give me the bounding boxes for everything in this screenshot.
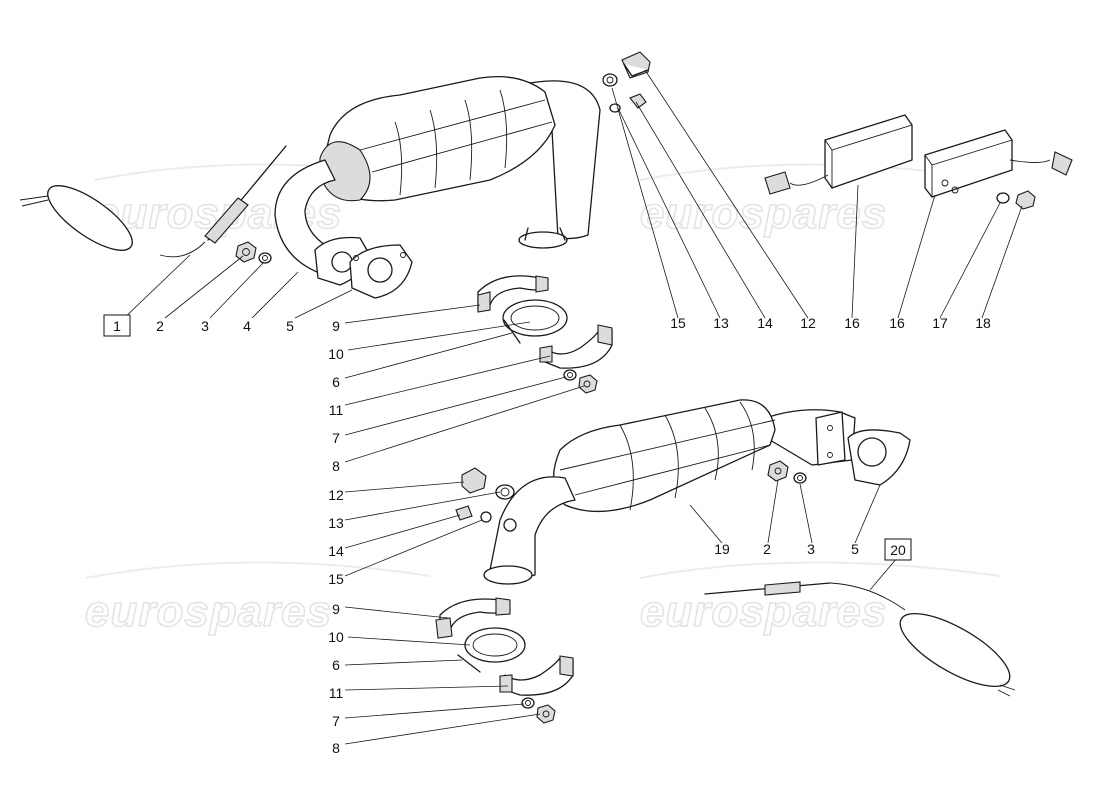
callout-15-lower: 15 (328, 571, 344, 587)
callout-7-lower: 7 (332, 713, 340, 729)
callout-8-upper: 8 (332, 458, 340, 474)
control-units (764, 114, 1073, 210)
callout-6-upper: 6 (332, 374, 340, 390)
callout-15-upper: 15 (670, 315, 686, 331)
callout-20-box (884, 538, 912, 561)
callout-2-upper: 2 (156, 318, 164, 334)
callout-13-lower: 13 (328, 515, 344, 531)
lower-nut-washer (767, 460, 807, 484)
callout-5-upper: 5 (286, 318, 294, 334)
callout-6-lower: 6 (332, 657, 340, 673)
callout-labels: 1 2 3 4 5 9 10 6 11 7 8 15 13 14 12 16 1… (113, 315, 991, 756)
callout-8-lower: 8 (332, 740, 340, 756)
upper-nut-washer (235, 241, 272, 264)
watermark-top-right: eurospares (640, 189, 887, 238)
callout-19: 19 (714, 541, 730, 557)
callout-1-box (103, 314, 131, 337)
callout-10-lower: 10 (328, 629, 344, 645)
callout-3-lower: 3 (807, 541, 815, 557)
upper-catalytic-converter (274, 75, 601, 299)
callout-10-upper: 10 (328, 346, 344, 362)
watermark-group: eurospares eurospares eurospares eurospa… (84, 163, 1001, 637)
callout-9-lower: 9 (332, 601, 340, 617)
upper-plugs (602, 51, 651, 113)
callout-3-upper: 3 (201, 318, 209, 334)
callout-17: 17 (932, 315, 948, 331)
callout-12-upper: 12 (800, 315, 816, 331)
lower-clamp-set (435, 597, 574, 724)
leader-lines (119, 69, 1023, 745)
callout-13-upper: 13 (713, 315, 729, 331)
watermark-bottom-right: eurospares (640, 587, 887, 636)
lower-plugs (455, 467, 515, 523)
callout-14-upper: 14 (757, 315, 773, 331)
callout-14-lower: 14 (328, 543, 344, 559)
lower-catalytic-converter (483, 399, 911, 585)
callout-18: 18 (975, 315, 991, 331)
callout-5-lower: 5 (851, 541, 859, 557)
callout-11-lower: 11 (329, 685, 344, 701)
watermark-bottom-left: eurospares (85, 587, 332, 636)
callout-7-upper: 7 (332, 430, 340, 446)
callout-16-right: 16 (889, 315, 905, 331)
callout-2-lower: 2 (763, 541, 771, 557)
lower-temperature-sensor (704, 581, 1016, 697)
callout-11-upper: 11 (329, 402, 344, 418)
upper-clamp-set (477, 275, 613, 394)
callout-16-left: 16 (844, 315, 860, 331)
callout-12-lower: 12 (328, 487, 344, 503)
upper-temperature-sensor (19, 145, 287, 258)
callout-1: 1 (113, 318, 121, 334)
callout-9-upper: 9 (332, 318, 340, 334)
callout-20: 20 (890, 542, 906, 558)
callout-4: 4 (243, 318, 251, 334)
